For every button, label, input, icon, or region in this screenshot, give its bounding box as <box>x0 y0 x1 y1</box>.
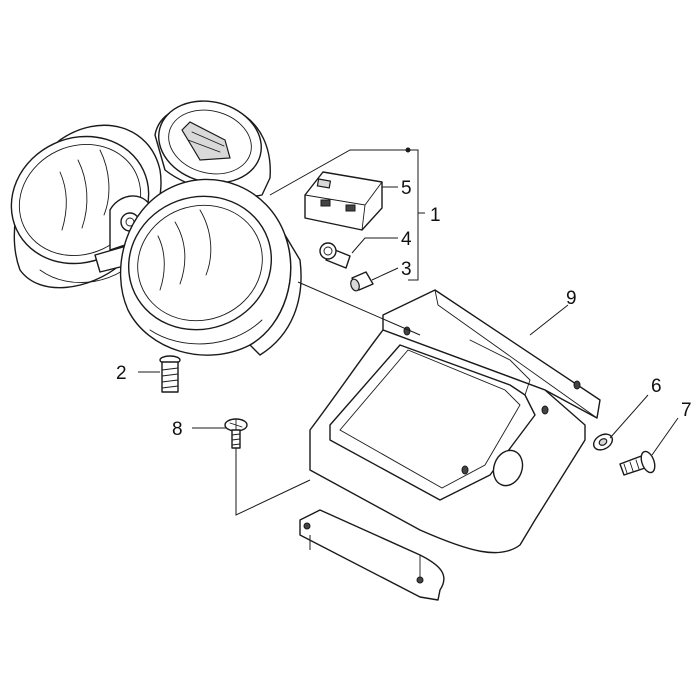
callout-9: 9 <box>566 288 577 309</box>
mounting-bracket <box>299 289 601 601</box>
indicator-lens <box>304 171 383 231</box>
callout-4: 4 <box>401 229 412 250</box>
screw-part-2 <box>159 355 181 393</box>
screw-part-7 <box>619 450 656 476</box>
callout-5: 5 <box>401 178 412 199</box>
callout-1: 1 <box>430 205 441 226</box>
callout-3: 3 <box>401 259 412 280</box>
callout-6: 6 <box>651 376 662 397</box>
bulb-holder <box>319 242 351 269</box>
callout-7: 7 <box>681 400 692 421</box>
screw-part-8 <box>224 418 248 449</box>
callout-labels: 1 2 3 4 5 6 7 8 9 <box>116 178 692 440</box>
leader-lines <box>138 147 679 550</box>
right-large-gauge <box>119 178 302 356</box>
rear-small-gauge <box>154 100 271 197</box>
instrument-cluster <box>10 100 302 356</box>
callout-8: 8 <box>172 419 183 440</box>
bulb <box>350 271 374 292</box>
washer <box>592 433 614 451</box>
callout-2: 2 <box>116 363 127 384</box>
